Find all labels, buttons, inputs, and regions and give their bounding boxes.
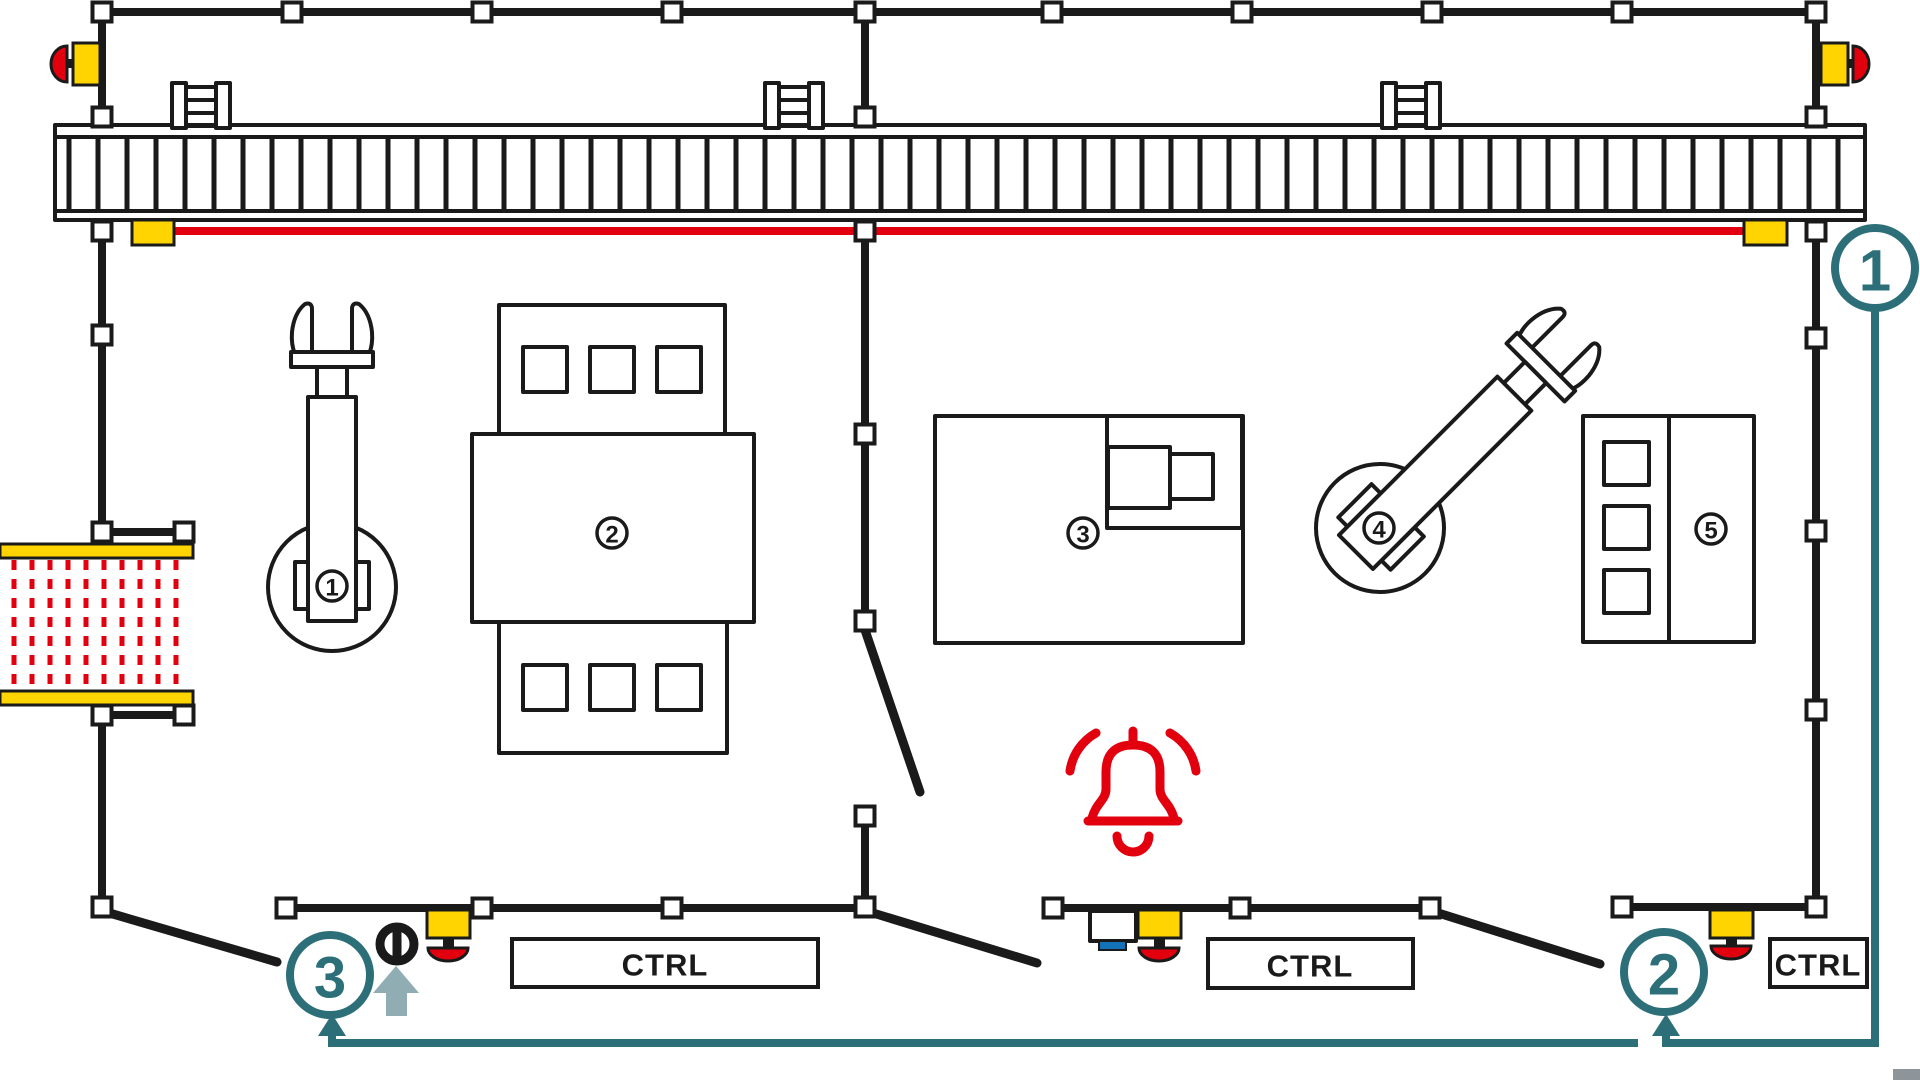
machine-5-cabinet: 5	[1581, 414, 1756, 644]
control-panel-1-label: CTRL	[622, 948, 709, 983]
machine-2-station: 2	[470, 303, 756, 755]
machine-4-robot: 4	[1289, 282, 1625, 618]
corner-block	[1893, 1069, 1920, 1080]
control-panel-2: CTRL	[1206, 937, 1415, 990]
machine-3-station: 3	[933, 414, 1245, 645]
callout-1-number: 1	[1859, 239, 1891, 304]
emergency-stop-icon	[1708, 908, 1755, 961]
callout-1: 1	[1831, 224, 1919, 312]
control-panel-1: CTRL	[510, 937, 820, 989]
callout-2: 2	[1620, 928, 1708, 1016]
machine-3-label: 3	[1076, 522, 1089, 549]
power-switch-icon	[375, 922, 419, 966]
machine-1-label: 1	[325, 575, 338, 602]
fence-posts	[90, 0, 1828, 920]
alarm-bell-icon	[1065, 726, 1201, 857]
callout-3: 3	[286, 931, 374, 1019]
fence-gates-open	[101, 625, 1605, 969]
emergency-stop-icon	[1819, 41, 1871, 87]
control-panel-2-label: CTRL	[1267, 949, 1354, 984]
control-panel-3: CTRL	[1768, 937, 1869, 989]
callout-3-number: 3	[314, 946, 346, 1011]
ladder-icon	[170, 81, 1442, 130]
machine-2-label: 2	[605, 522, 618, 549]
callout-flow-path	[318, 310, 1879, 1047]
machine-4-label: 4	[1372, 517, 1386, 544]
safety-trip-line	[130, 218, 1789, 247]
callout-2-number: 2	[1648, 943, 1680, 1008]
light-curtain-icon	[0, 542, 195, 707]
reset-box	[1088, 909, 1138, 951]
emergency-stop-icon	[49, 41, 102, 87]
control-panel-3-label: CTRL	[1775, 948, 1862, 983]
conveyor	[53, 123, 1867, 222]
up-arrow-icon	[373, 966, 419, 1016]
emergency-stop-icon	[425, 908, 472, 963]
machine-5-label: 5	[1704, 518, 1717, 545]
machine-1-robot: 1	[266, 301, 398, 653]
emergency-stop-icon	[1136, 908, 1183, 963]
